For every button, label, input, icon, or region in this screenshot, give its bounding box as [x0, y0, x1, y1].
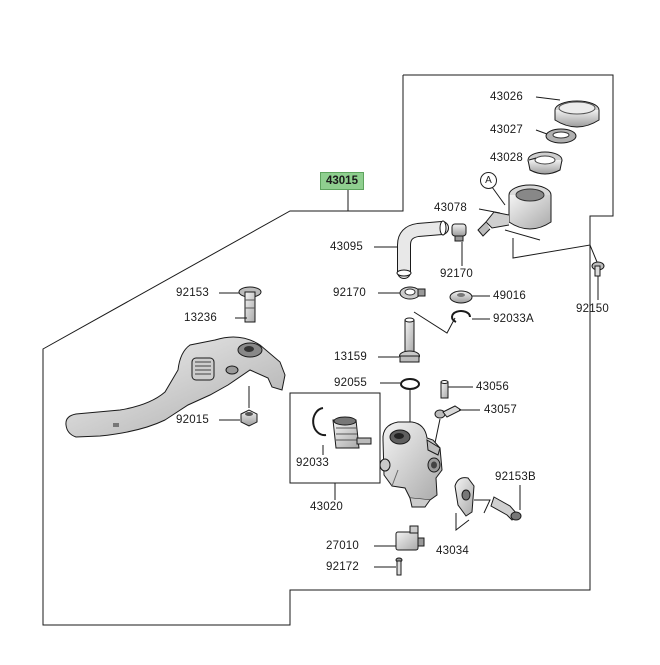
label-92153B: 92153B [495, 471, 536, 483]
leader-bleeder-down [434, 418, 441, 444]
circlip-92033A-part [451, 310, 471, 323]
hose-clamp-upper-part [451, 223, 467, 242]
diaphragm-plate-part [545, 128, 577, 144]
label-92170-lower: 92170 [333, 287, 366, 299]
diaphragm-part [527, 151, 563, 175]
label-92172: 92172 [326, 561, 359, 573]
leader-43026 [535, 96, 561, 101]
label-49016: 49016 [493, 290, 526, 302]
bleeder-cap-part [434, 405, 462, 419]
label-43078: 43078 [434, 202, 467, 214]
pivot-bolt-part [238, 286, 262, 323]
label-43027: 43027 [490, 124, 523, 136]
label-92150: 92150 [576, 303, 609, 315]
label-43028: 43028 [490, 152, 523, 164]
screw-92172-part [395, 557, 403, 576]
label-92033A: 92033A [493, 313, 534, 325]
screw-92150-part [591, 261, 605, 277]
label-43034: 43034 [436, 545, 469, 557]
label-92033: 92033 [296, 457, 329, 469]
reservoir-cap-part [554, 100, 600, 128]
brake-switch-part [395, 525, 425, 551]
label-13159: 13159 [334, 351, 367, 363]
label-43057: 43057 [484, 404, 517, 416]
cap-49016-part [449, 290, 473, 304]
label-43020: 43020 [310, 501, 343, 513]
master-cylinder-body-part [379, 421, 443, 508]
leader-43028 [528, 157, 537, 161]
hose-part [396, 220, 449, 279]
leader-43027 [535, 129, 548, 135]
hose-clamp-lower-part [399, 286, 426, 300]
assembly-boundary [42, 74, 614, 626]
piston-assembly-part [312, 407, 372, 449]
brake-lever-part [65, 336, 286, 438]
label-92153: 92153 [176, 287, 209, 299]
o-ring-part [400, 378, 420, 390]
label-13236: 13236 [184, 312, 217, 324]
reservoir-tank-part [477, 184, 552, 241]
bleeder-valve-part [440, 380, 449, 399]
fitting-13159-part [399, 317, 420, 363]
main-part-label: 43015 [320, 172, 364, 190]
label-43026: 43026 [490, 91, 523, 103]
label-92015: 92015 [176, 414, 209, 426]
leader-A [491, 186, 506, 206]
label-43095: 43095 [330, 241, 363, 253]
bolt-92153B-part [490, 496, 522, 521]
leader-clamp-bolt [474, 499, 491, 514]
clamp-holder-part [454, 477, 475, 517]
leader-92150 [512, 238, 598, 263]
label-92055: 92055 [334, 377, 367, 389]
reference-mark-a: A [480, 172, 497, 189]
label-43056: 43056 [476, 381, 509, 393]
leader-43078 [478, 208, 501, 214]
leader-fitting-ring [413, 311, 456, 334]
leader-43034 [455, 513, 470, 532]
label-92170-upper: 92170 [440, 268, 473, 280]
nut-part [240, 409, 258, 427]
label-27010: 27010 [326, 540, 359, 552]
